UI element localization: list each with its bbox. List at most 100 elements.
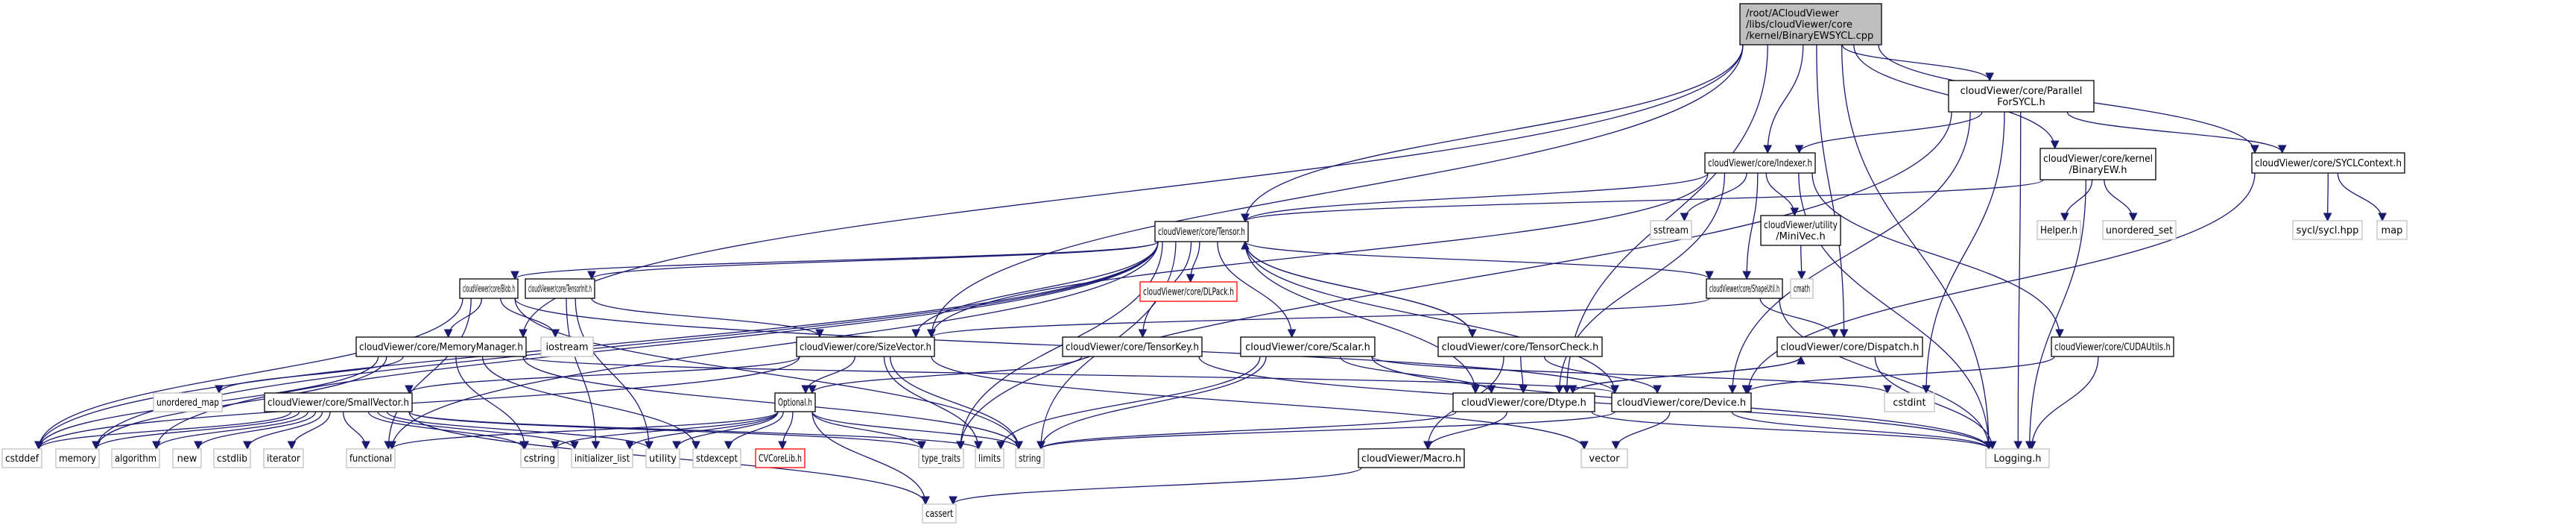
node-tensorinit[interactable]: cloudViewer/core/TensorInit.h (525, 278, 595, 299)
edge-tensor-to-functional (387, 241, 1159, 450)
node-box (645, 448, 680, 468)
node-label: cloudViewer/core/DLPack.h (1143, 287, 1234, 298)
edge-dtype-to-dispatch (1572, 355, 1806, 394)
node-box (2376, 220, 2408, 240)
node-box (346, 448, 396, 468)
edge-syclctx-to-device (1744, 172, 2256, 395)
node-label: ForSYCL.h (1997, 97, 2045, 108)
edge-blob-to-string (514, 298, 1023, 450)
edge-dtype-to-macro (1423, 411, 1507, 450)
node-type_traits: type_traits (918, 448, 964, 468)
node-box (1015, 448, 1045, 468)
edge-smallvector-to-functional (342, 411, 370, 450)
edge-memmgr-to-string (522, 356, 1023, 450)
edge-tensor-to-cstddef (34, 241, 1159, 450)
edge-root-to-dtype (1562, 44, 1768, 395)
node-optional[interactable]: Optional.h (774, 392, 816, 412)
node-memory: memory (55, 448, 100, 468)
node-label: cmath (1794, 284, 1810, 295)
node-label: /libs/cloudViewer/core (1746, 19, 1852, 31)
node-unordered_map: unordered_map (153, 392, 223, 412)
node-shapeutil[interactable]: cloudViewer/core/ShapeUtil.h (1706, 278, 1783, 299)
node-root[interactable]: /root/ACloudViewer/libs/cloudViewer/core… (1739, 3, 1882, 45)
node-memmgr[interactable]: cloudViewer/core/MemoryManager.h (355, 336, 527, 357)
node-macro[interactable]: cloudViewer/Macro.h (1358, 448, 1465, 468)
edge-root-to-indexer (1763, 44, 1804, 154)
node-binaryew[interactable]: cloudViewer/core/kernel/BinaryEW.h (2039, 148, 2156, 180)
node-minivec[interactable]: cloudViewer/utility/MiniVec.h (1760, 215, 1841, 246)
node-box (355, 336, 527, 357)
node-smallvector[interactable]: cloudViewer/core/SmallVector.h (264, 392, 413, 412)
node-dtype[interactable]: cloudViewer/core/Dtype.h (1452, 392, 1595, 412)
node-label: cloudViewer/utility (1764, 220, 1838, 231)
node-box (2292, 220, 2363, 240)
node-label: cloudViewer/core/MemoryManager.h (359, 342, 523, 353)
edge-parallel-to-logging (2013, 111, 2023, 450)
edge-indexer-to-sizevector (927, 172, 1709, 339)
node-label: cstdlib (217, 453, 247, 465)
node-device[interactable]: cloudViewer/core/Device.h (1611, 392, 1752, 412)
node-label: cloudViewer/core/Parallel (1961, 86, 2083, 97)
node-tensorkey[interactable]: cloudViewer/core/TensorKey.h (1062, 336, 1203, 357)
edge-smallvector-to-memory (92, 411, 300, 450)
node-label: cstdint (1893, 397, 1925, 409)
edges-layer (34, 44, 2387, 506)
edge-tensor-to-algorithm (152, 241, 1159, 450)
edge-binaryew-to-tensor (1241, 179, 2044, 223)
node-syclctx[interactable]: cloudViewer/core/SYCLContext.h (2251, 152, 2405, 174)
node-sizevector[interactable]: cloudViewer/core/SizeVector.h (796, 336, 935, 357)
node-label: new (177, 453, 197, 465)
edge-shapeutil-to-sizevector (927, 298, 1710, 339)
node-label: cloudViewer/core/Scalar.h (1245, 342, 1370, 353)
edge-syclctx-to-syclhpp (2323, 172, 2332, 222)
node-label: /root/ACloudViewer (1746, 8, 1839, 19)
node-blob[interactable]: cloudViewer/core/Blob.h (459, 278, 519, 299)
edge-smallvector-to-cstddef (34, 411, 291, 450)
node-box (111, 448, 160, 468)
node-limits: limits (975, 448, 1004, 468)
edge-indexer-to-shapeutil (1742, 172, 1759, 280)
edge-tensor-to-memory (92, 241, 1159, 450)
node-label: cloudViewer/core/TensorKey.h (1066, 342, 1199, 353)
edge-root-to-tensor (1241, 44, 1744, 223)
node-label: utility (649, 453, 677, 465)
node-utility: utility (645, 448, 680, 468)
edge-tensorcheck-to-device (1543, 356, 1662, 395)
node-syclhpp: sycl/sycl.hpp (2292, 220, 2363, 240)
node-label: sstream (1653, 225, 1689, 236)
node-box (1062, 336, 1203, 357)
edge-root-to-sizevector (927, 44, 1744, 339)
node-box (1437, 336, 1603, 357)
node-dispatch[interactable]: cloudViewer/core/Dispatch.h (1776, 336, 1923, 357)
node-scalar[interactable]: cloudViewer/core/Scalar.h (1240, 336, 1376, 357)
edge-parallel-to-syclctx (2066, 111, 2287, 154)
edge-optional-to-string (811, 411, 1023, 450)
node-indexer[interactable]: cloudViewer/core/Indexer.h (1704, 152, 1816, 174)
edge-blob-to-cstddef (34, 298, 463, 450)
node-label: cstring (524, 453, 555, 465)
node-box (520, 448, 559, 468)
edge-optional-to-cstring (551, 411, 779, 450)
node-tensorcheck[interactable]: cloudViewer/core/TensorCheck.h (1437, 336, 1603, 357)
edge-parallel-to-cstdint (1922, 111, 2005, 395)
node-box (1154, 221, 1249, 242)
edge-dtype-to-string (1037, 411, 1457, 450)
edge-smallvector-to-algorithm (152, 411, 308, 450)
node-cudautils[interactable]: cloudViewer/core/CUDAUtils.h (2051, 336, 2174, 357)
node-cvcorelib[interactable]: CVCoreLib.h (755, 448, 806, 468)
node-map: map (2376, 220, 2408, 240)
node-label: unordered_map (156, 397, 219, 409)
node-tensor[interactable]: cloudViewer/core/Tensor.h (1154, 221, 1249, 242)
edge-tensor-to-tensorinit (587, 241, 1159, 280)
edge-scalar-to-cstdint (1371, 356, 1892, 395)
node-label: cloudViewer/core/TensorCheck.h (1442, 342, 1599, 353)
edge-indexer-to-sstream (1680, 172, 1747, 222)
node-box (1, 448, 42, 468)
edge-root-to-memmgr (519, 44, 1744, 339)
node-label: cloudViewer/core/Indexer.h (1708, 158, 1812, 169)
node-dlpack[interactable]: cloudViewer/core/DLPack.h (1139, 281, 1238, 302)
node-box (1706, 278, 1783, 299)
edge-cudautils-to-device (1741, 356, 2055, 395)
edge-scalar-to-dtype (1339, 356, 1496, 395)
